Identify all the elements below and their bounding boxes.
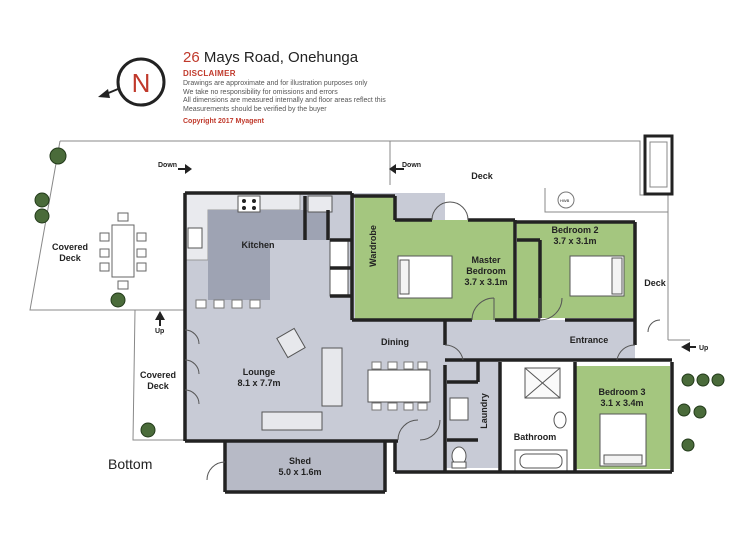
up-label-right: Up [699, 345, 708, 352]
stair-labels: Down Down Up Up HWB [155, 162, 708, 352]
bedroom2-label: Bedroom 2 [551, 225, 598, 235]
plants [34, 147, 725, 452]
down-label-left: Down [158, 162, 177, 169]
master-label-2: Bedroom [466, 266, 506, 276]
compass: N [98, 57, 166, 107]
bathroom-label: Bathroom [514, 432, 557, 442]
down-arrow-icon [185, 164, 192, 174]
copyright-text: Copyright 2017 Myagent [183, 118, 264, 126]
disclaimer-line: Measurements should be verified by the b… [183, 105, 327, 113]
floor-fills [185, 193, 670, 492]
up-label-left: Up [155, 328, 164, 335]
north-arrow-icon [98, 89, 110, 98]
covered-deck-bottom-2: Deck [147, 381, 170, 391]
covered-deck-bottom-1: Covered [140, 370, 176, 380]
wardrobe-label: Wardrobe [368, 225, 378, 267]
chimney [643, 134, 674, 196]
entrance-label: Entrance [570, 335, 609, 345]
stair-arrows [155, 164, 696, 352]
deck-right-label: Deck [644, 278, 667, 288]
door-swings [184, 201, 661, 481]
address-title: 26 Mays Road, Onehunga [183, 49, 503, 66]
laundry-label: Laundry [479, 393, 489, 429]
lounge-label: Lounge [243, 367, 276, 377]
kitchen-benches [184, 192, 349, 309]
hot-water-cylinder [557, 191, 575, 209]
dining-label: Dining [381, 337, 409, 347]
left-arrow-icon [681, 342, 690, 352]
lounge-dims: 8.1 x 7.7m [237, 378, 280, 388]
address-street: Mays Road, Onehunga [199, 49, 359, 66]
bathroom-fixtures [449, 191, 575, 473]
down-label-right: Down [402, 162, 421, 169]
disclaimer-line: All dimensions are measured internally a… [183, 97, 386, 105]
beds [397, 255, 647, 467]
disclaimer-line: We take no responsibility for omissions … [183, 88, 338, 96]
level-label: Bottom [108, 456, 153, 472]
master-label-1: Master [471, 255, 501, 265]
address-number: 26 [183, 49, 200, 66]
master-dims: 3.7 x 3.1m [464, 277, 507, 287]
down-arrow-icon [389, 164, 396, 174]
hwc-label: HWB [560, 198, 570, 203]
title-block: 26 Mays Road, Onehunga DISCLAIMER Drawin… [183, 49, 503, 125]
disclaimer-title: DISCLAIMER [183, 69, 236, 78]
bedroom3-label: Bedroom 3 [598, 387, 645, 397]
bedroom2-dims: 3.7 x 3.1m [553, 236, 596, 246]
deck-outlines [29, 140, 690, 441]
covered-deck-left-2: Deck [59, 253, 82, 263]
walls [183, 191, 674, 494]
deck-top-label: Deck [471, 171, 494, 181]
up-arrow-icon [155, 311, 165, 320]
room-labels: Kitchen Wardrobe Master Bedroom 3.7 x 3.… [52, 171, 667, 477]
covered-deck-left-1: Covered [52, 242, 88, 252]
shed-dims: 5.0 x 1.6m [278, 467, 321, 477]
bedroom3-dims: 3.1 x 3.4m [600, 398, 643, 408]
kitchen-label: Kitchen [241, 240, 274, 250]
outdoor-table [99, 212, 147, 290]
shed-label: Shed [289, 456, 311, 466]
lounge-furniture [261, 327, 431, 431]
compass-letter: N [132, 68, 151, 98]
disclaimer-line: Drawings are approximate and for illustr… [183, 80, 368, 87]
